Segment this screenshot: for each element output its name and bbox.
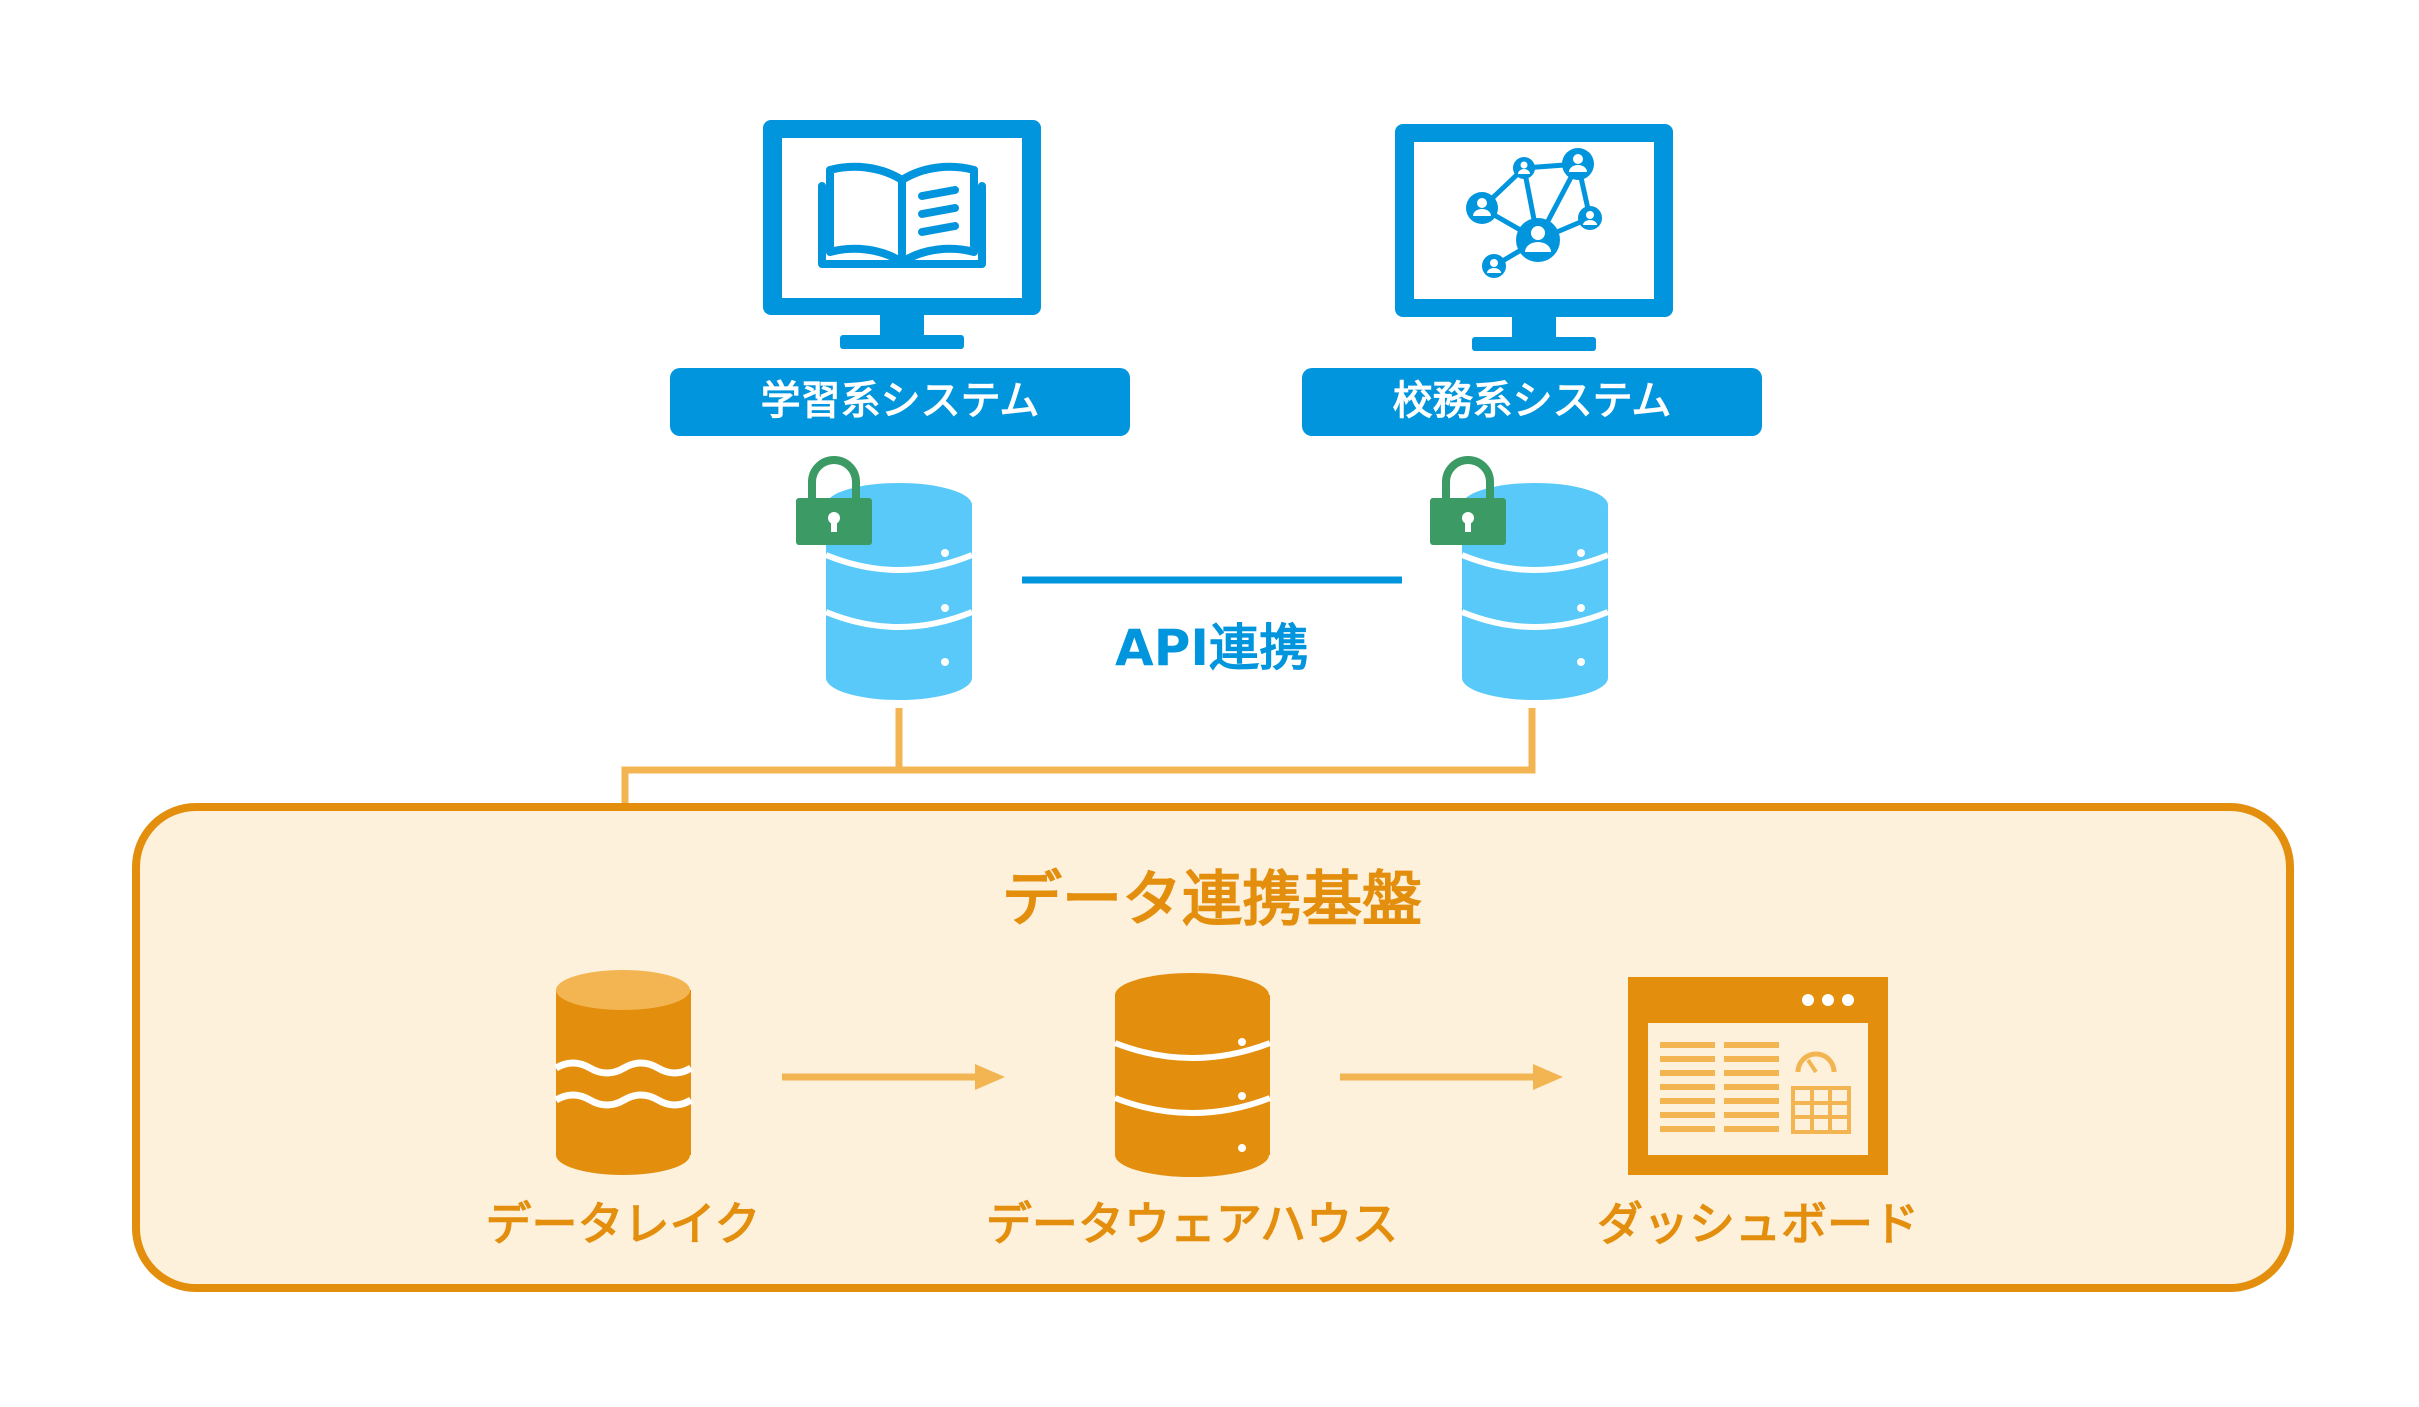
learning-system-label-box: 学習系システム — [670, 368, 1130, 436]
lock-icon — [1430, 456, 1506, 545]
data-lake-label: データレイク — [485, 1197, 760, 1251]
learning-system-monitor — [763, 120, 1041, 349]
user-network-icon — [1466, 148, 1602, 278]
data-lake-icon — [554, 970, 693, 1175]
lock-icon — [796, 456, 872, 545]
learning-system-label: 学習系システム — [761, 378, 1040, 424]
arrow-right-icon — [1340, 1064, 1563, 1090]
open-book-icon — [818, 162, 986, 268]
school-affairs-system-monitor — [1395, 124, 1673, 351]
dashboard-window-icon — [1628, 977, 1888, 1175]
school-affairs-system-label-box: 校務系システム — [1302, 368, 1762, 436]
database-icon — [1113, 973, 1272, 1177]
school-affairs-database-icon — [1460, 483, 1610, 700]
arrow-right-icon — [782, 1064, 1005, 1090]
api-link-label: API連携 — [1115, 619, 1309, 677]
dashboard-label: ダッシュボード — [1597, 1197, 1919, 1251]
data-warehouse-label: データウェアハウス — [986, 1197, 1398, 1251]
data-platform-title: データ連携基盤 — [1002, 865, 1422, 935]
school-affairs-system-label: 校務系システム — [1393, 378, 1672, 424]
